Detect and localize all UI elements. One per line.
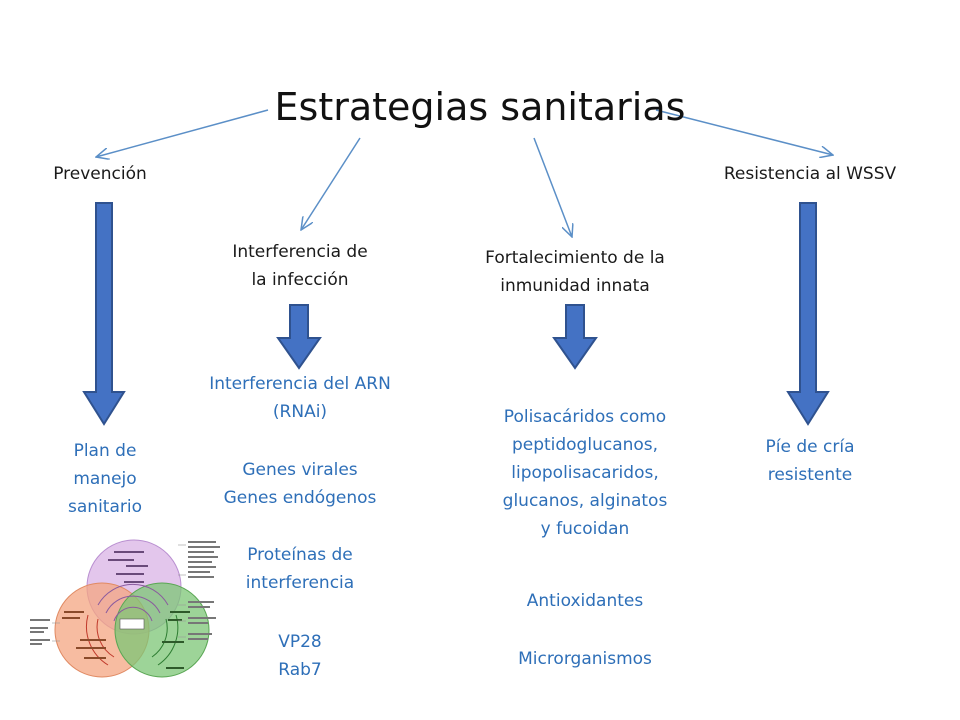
polysaccharides-line-2: peptidoglucanos, — [511, 435, 659, 455]
examples-line-2: Rab7 — [278, 660, 322, 680]
proteins-text: Proteínas de interferencia — [170, 541, 430, 597]
resistance-result: Píe de cría resistente — [720, 433, 900, 489]
arrow-to-prevention — [96, 109, 269, 157]
arrow-to-interference — [301, 137, 361, 230]
microorganisms-text: Microrganismos — [518, 649, 652, 669]
prevention-result: Plan de manejo sanitario — [30, 437, 180, 521]
genes-text: Genes virales Genes endógenos — [170, 456, 430, 512]
prevention-result-line-2: manejo — [73, 469, 137, 489]
rnai-line-1: Interferencia del ARN — [209, 374, 391, 394]
prevention-result-line-1: Plan de — [73, 441, 137, 461]
diagram-title: Estrategias sanitarias — [274, 85, 686, 129]
examples-text: VP28 Rab7 — [170, 628, 430, 684]
arrow-to-immunity — [533, 137, 572, 237]
block-arrow-prevention — [82, 202, 126, 426]
block-arrow-interference — [276, 304, 322, 370]
resistance-result-line-2: resistente — [767, 465, 853, 485]
rnai-line-2: (RNAi) — [272, 402, 328, 422]
prevention-result-line-3: sanitario — [68, 497, 142, 517]
proteins-line-2: interferencia — [245, 573, 355, 593]
venn-circle-green — [114, 582, 210, 678]
genes-line-2: Genes endógenos — [223, 488, 377, 508]
examples-line-1: VP28 — [278, 632, 322, 652]
block-arrow-immunity — [552, 304, 598, 370]
interference-label: Interferencia de la infección — [190, 238, 410, 294]
immunity-label-line-2: inmunidad innata — [500, 276, 650, 296]
proteins-line-1: Proteínas de — [247, 545, 353, 565]
polysaccharides-line-1: Polisacáridos como — [503, 407, 667, 427]
block-arrow-resistance — [786, 202, 830, 426]
interference-label-line-2: la infección — [251, 270, 349, 290]
polysaccharides-line-3: lipopolisacaridos, — [511, 463, 659, 483]
polysaccharides-line-4: glucanos, alginatos — [502, 491, 668, 511]
rnai-text: Interferencia del ARN (RNAi) — [170, 370, 430, 426]
resistance-label: Resistencia al WSSV — [723, 164, 897, 184]
immunity-label: Fortalecimiento de la inmunidad innata — [455, 244, 695, 300]
venn-diagram-image — [30, 539, 220, 678]
arrow-to-resistance — [655, 109, 833, 155]
genes-line-1: Genes virales — [242, 460, 358, 480]
prevention-label: Prevención — [53, 164, 147, 184]
immunity-label-line-1: Fortalecimiento de la — [485, 248, 665, 268]
polysaccharides-line-5: y fucoidan — [540, 519, 630, 539]
interference-label-line-1: Interferencia de — [232, 242, 368, 262]
polysaccharides-text: Polisacáridos como peptidoglucanos, lipo… — [460, 403, 710, 543]
antioxidants-text: Antioxidantes — [526, 591, 644, 611]
resistance-result-line-1: Píe de cría — [765, 437, 855, 457]
